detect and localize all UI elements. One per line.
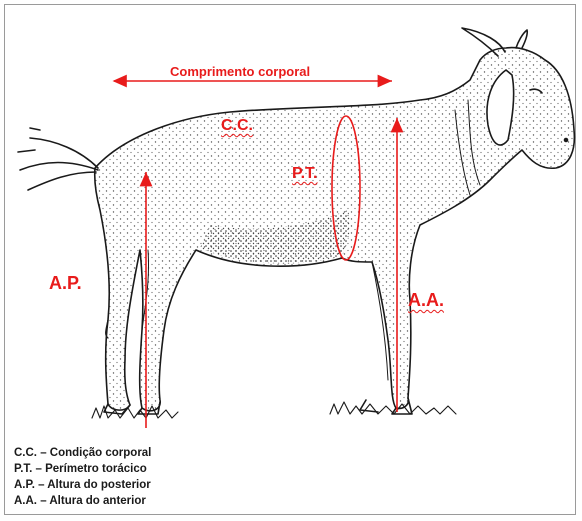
- front-height-label: A.A.: [408, 290, 444, 311]
- body-length-label: Comprimento corporal: [170, 64, 310, 79]
- goat-illustration: [18, 28, 574, 418]
- legend: C.C. – Condição corporal P.T. – Perímetr…: [14, 445, 151, 509]
- goat-horn-2: [516, 30, 527, 48]
- rear-height-label: A.P.: [49, 273, 82, 294]
- chest-girth-label: P.T.: [292, 165, 318, 183]
- legend-item: A.P. – Altura do posterior: [14, 477, 151, 493]
- legend-item: A.A. – Altura do anterior: [14, 493, 151, 509]
- body-condition-label: C.C.: [221, 117, 253, 135]
- goat-tail: [18, 128, 98, 190]
- goat-nostril: [565, 139, 568, 142]
- legend-item: P.T. – Perímetro torácico: [14, 461, 151, 477]
- legend-item: C.C. – Condição corporal: [14, 445, 151, 461]
